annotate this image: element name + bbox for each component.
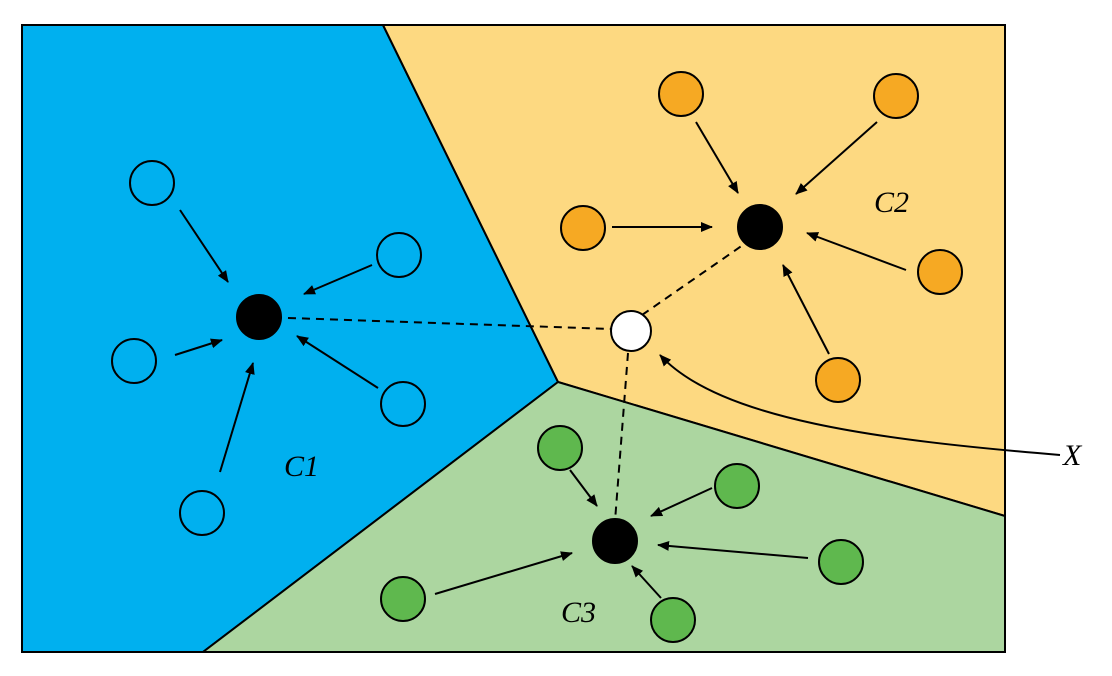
data-point-c2: [815, 357, 861, 403]
new-data-point-x: [610, 310, 652, 352]
arrow-c2-5: [782, 264, 830, 355]
data-point-c1: [376, 232, 422, 278]
data-point-c3: [537, 425, 583, 471]
assignment-arrows: [174, 121, 907, 599]
data-point-c1: [111, 338, 157, 384]
data-point-c3: [380, 576, 426, 622]
distance-lines: [259, 237, 754, 522]
arrow-c3-2: [650, 487, 713, 517]
arrow-c3-3: [657, 540, 809, 559]
arrow-c1-1: [179, 209, 229, 283]
cluster-label-c2: C2: [874, 186, 909, 219]
data-point-c3: [818, 539, 864, 585]
arrow-c1-5: [219, 362, 255, 473]
centroid-c2: [737, 204, 783, 250]
data-point-c2: [560, 205, 606, 251]
data-point-c2: [873, 73, 919, 119]
centroid-c1: [236, 294, 282, 340]
distance-line-c1: [259, 316, 613, 330]
data-point-c3: [714, 463, 760, 509]
arrow-c1-3: [174, 338, 223, 356]
data-point-c3: [650, 597, 696, 643]
x-pointer-arrow: [659, 354, 1061, 456]
arrow-c3-5: [631, 565, 662, 599]
cluster-c3-points: [380, 425, 864, 643]
arrow-c2-2: [795, 121, 878, 195]
cluster-c2-points: [560, 71, 963, 403]
arrow-c1-2: [303, 264, 373, 295]
cluster-label-c1: C1: [284, 450, 319, 483]
data-point-c1: [129, 160, 175, 206]
centroid-c3: [592, 518, 638, 564]
arrow-c2-1: [695, 121, 739, 194]
diagram-border: [21, 24, 1006, 653]
cluster-label-c3: C3: [561, 596, 596, 629]
arrow-c3-1: [569, 469, 598, 507]
arrow-c1-4: [296, 335, 379, 389]
data-point-c2: [658, 71, 704, 117]
data-point-c2: [917, 249, 963, 295]
data-point-c1: [380, 381, 426, 427]
distance-line-c2: [641, 237, 754, 316]
arrow-c2-4: [806, 232, 907, 271]
arrow-c3-4: [434, 551, 573, 595]
distance-line-c3: [614, 352, 629, 522]
data-point-c1: [179, 490, 225, 536]
new-point-label-x: X: [1062, 439, 1083, 472]
cluster-c1-points: [111, 160, 426, 536]
